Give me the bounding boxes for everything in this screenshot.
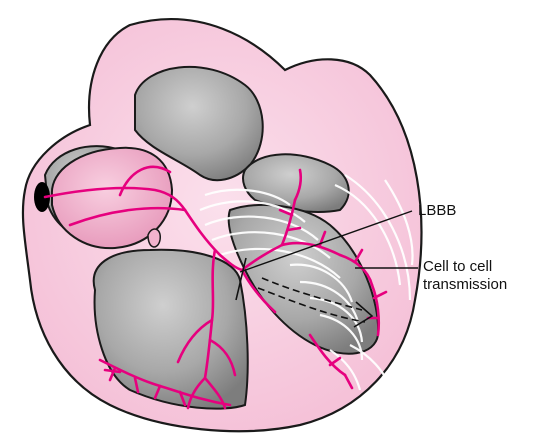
cell-to-cell-label-line1: Cell to cell <box>423 258 507 276</box>
cell-to-cell-label-line2: transmission <box>423 276 507 294</box>
lbbb-label: LBBB <box>418 202 456 220</box>
valve-tab <box>148 229 160 247</box>
cell-to-cell-label: Cell to cell transmission <box>423 258 507 294</box>
